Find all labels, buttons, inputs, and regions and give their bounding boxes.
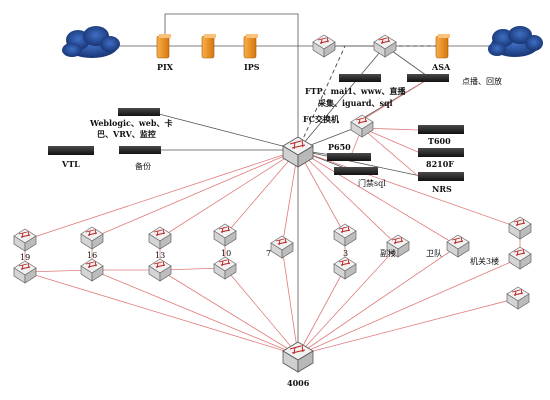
- core-to-nrs-link: [297, 149, 431, 179]
- switch-13-bottom-icon: [148, 258, 172, 282]
- nrs-storage-icon: [418, 172, 464, 181]
- nrs-label: NRS: [432, 184, 452, 194]
- dianbo-label: 点播、回放: [462, 76, 502, 86]
- menjin-server-icon: [334, 167, 378, 175]
- switch-16-top-icon: [80, 226, 104, 250]
- dashed-link: [297, 45, 346, 151]
- weblogic-label: Weblogic、web、卡: [89, 118, 172, 128]
- switch-3-bottom-icon: [333, 256, 357, 280]
- t600-label: T600: [428, 136, 451, 146]
- link-4006-7: [281, 246, 299, 356]
- fc-switch-icon: [350, 114, 374, 138]
- p650-label: P650: [328, 142, 351, 152]
- core-to-top-switch-link: [297, 45, 386, 151]
- link-core-3: [297, 149, 346, 236]
- link-core-16: [91, 149, 299, 239]
- top-right-switch-icon: [373, 34, 397, 58]
- beifen-label: 备份: [135, 161, 151, 171]
- p650-server-icon: [327, 153, 371, 161]
- link-4006-13: [159, 269, 299, 356]
- ftp-server-icon: [339, 74, 381, 82]
- middle-firewall-icon: [201, 34, 216, 59]
- backup-server-icon: [119, 146, 161, 154]
- link-core-19: [24, 149, 299, 241]
- weblogic-server-icon: [118, 108, 160, 116]
- link-core-10: [224, 149, 299, 236]
- switch-13-label: 13: [155, 251, 165, 260]
- weblogic-link: [154, 112, 299, 151]
- fulou-label: 副楼: [380, 248, 396, 258]
- fc-label: FC交换机: [303, 114, 339, 124]
- vrv-label: 巴、VRV、监控: [97, 129, 156, 139]
- switch-10-top-icon: [213, 223, 237, 247]
- fc-8210-link: [361, 127, 419, 153]
- switch-7-label: 7: [266, 249, 271, 258]
- link-4006-3: [297, 267, 346, 356]
- switch-7-icon: [270, 235, 294, 259]
- switch-weidui-icon: [446, 234, 470, 258]
- 4006-label: 4006: [287, 378, 310, 388]
- server-fc-red-link: [361, 77, 431, 121]
- 8210f-storage-icon: [418, 148, 464, 157]
- right-cloud-icon: [488, 26, 543, 57]
- ftp-label: FTP、mai1、www、直播: [305, 86, 407, 96]
- weidui-label: 卫队: [426, 248, 442, 258]
- link-4006-extra: [297, 297, 519, 356]
- switch-19-label: 19: [20, 253, 30, 262]
- switch-16-label: 16: [87, 251, 97, 260]
- switch-13-top-icon: [148, 226, 172, 250]
- switch-19-bottom-icon: [13, 260, 37, 284]
- link-core-weidui: [297, 149, 459, 247]
- link-4006-19: [24, 271, 299, 356]
- switch-3-top-icon: [333, 223, 357, 247]
- ips-label: IPS: [244, 62, 260, 72]
- switch-10-label: 10: [221, 249, 231, 258]
- link-core-7: [281, 149, 299, 248]
- left-cloud-icon: [62, 26, 120, 58]
- vtl-storage-icon: [48, 146, 94, 155]
- vod-server-icon: [407, 74, 449, 82]
- asa-label: ASA: [431, 62, 451, 72]
- link-core-jiguan: [297, 149, 521, 229]
- link-core-fulou: [297, 149, 399, 247]
- switch-16-bottom-icon: [80, 258, 104, 282]
- caiji-label: 采集、iguard、sql: [317, 98, 393, 108]
- core-4006-switch-icon: [282, 341, 314, 373]
- link-4006-10: [224, 267, 299, 356]
- switch-19-top-icon: [13, 228, 37, 252]
- link-core-13: [159, 149, 299, 239]
- ips-firewall-icon: [243, 34, 258, 59]
- fc-nrs-link: [361, 127, 419, 177]
- vtl-label: VTL: [61, 159, 80, 169]
- jiguan-label: 机关3楼: [470, 256, 499, 266]
- switch-jiguan-top-icon: [508, 216, 532, 240]
- asa-firewall-icon: [435, 34, 450, 59]
- 8210f-label: 8210F: [426, 159, 454, 169]
- pix-firewall-icon: [156, 34, 171, 59]
- link-4006-jiguan: [297, 257, 521, 356]
- menjin-label: 门禁sql: [358, 178, 386, 188]
- switch-10-bottom-icon: [213, 256, 237, 280]
- switch-jiguan-bottom-icon: [508, 246, 532, 270]
- link-4006-weidui: [297, 245, 459, 356]
- t600-storage-icon: [418, 125, 464, 134]
- switch-extra-icon: [506, 286, 530, 310]
- pix-to-core-link: [164, 13, 299, 150]
- link-4006-16: [91, 269, 299, 356]
- link-4006-fulou: [297, 245, 399, 356]
- switch-3-label: 3: [343, 249, 348, 258]
- pix-label: PIX: [157, 62, 174, 72]
- top-middle-switch-icon: [312, 34, 336, 58]
